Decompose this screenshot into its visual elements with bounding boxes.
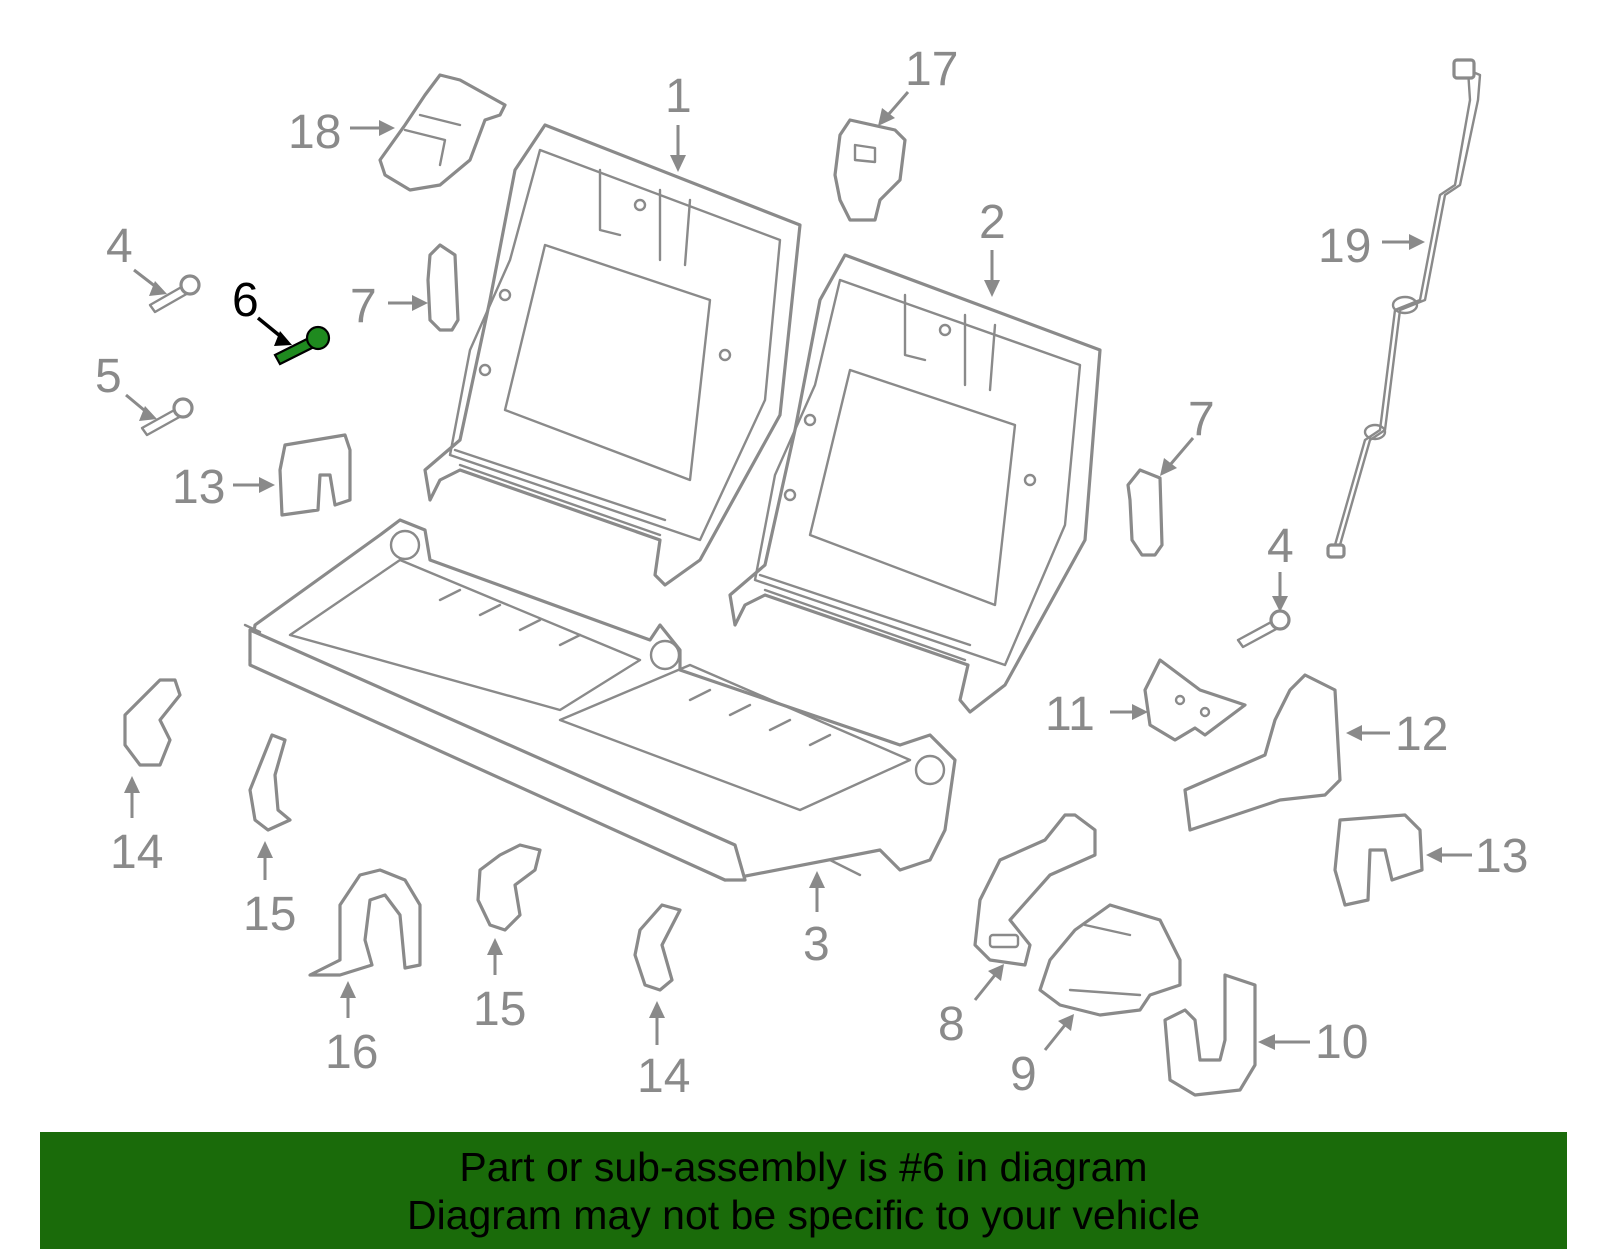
part-14-clip-bottom <box>633 903 682 992</box>
part-4-bolt-left <box>148 274 201 314</box>
callout-18: 18 <box>288 106 341 159</box>
callout-15-middle: 15 <box>473 983 526 1036</box>
callout-10: 10 <box>1315 1016 1368 1069</box>
seat-frame-parts-diagram: 1 2 3 4 4 5 6 7 7 8 9 10 11 12 13 13 14 … <box>95 43 1528 1103</box>
callout-15-left: 15 <box>243 888 296 941</box>
callout-19: 19 <box>1318 220 1371 273</box>
part-6-bolt-highlighted <box>273 325 331 366</box>
callout-9: 9 <box>1010 1048 1037 1101</box>
part-3-seat-cushion-frame <box>243 518 957 882</box>
part-1-seatback-frame-left <box>423 123 802 587</box>
banner-line-disclaimer: Diagram may not be specific to your vehi… <box>406 1191 1200 1238</box>
callout-8: 8 <box>938 998 965 1051</box>
part-15-clip-left <box>248 733 292 832</box>
callout-17: 17 <box>905 43 958 96</box>
callout-16: 16 <box>325 1026 378 1079</box>
part-15-clip-middle <box>476 843 542 932</box>
part-7-cover-right <box>1126 468 1164 557</box>
callout-7-right: 7 <box>1188 393 1215 446</box>
callout-4-right: 4 <box>1267 520 1294 573</box>
callout-11: 11 <box>1045 688 1095 741</box>
part-16-u-clip <box>308 868 422 977</box>
part-5-bolt <box>140 397 194 437</box>
banner-line-part-number: Part or sub-assembly is #6 in diagram <box>459 1143 1148 1190</box>
callout-14-bottom: 14 <box>637 1050 690 1103</box>
callout-13-right: 13 <box>1475 830 1528 883</box>
callout-6-highlighted: 6 <box>232 274 259 327</box>
part-info-banner: Part or sub-assembly is #6 in diagram Di… <box>40 1132 1567 1249</box>
part-10-trim <box>1163 973 1257 1097</box>
callout-1: 1 <box>665 70 692 123</box>
part-4-bolt-right <box>1236 609 1291 649</box>
part-12-side-cover <box>1183 673 1342 832</box>
callout-3: 3 <box>803 918 830 971</box>
callout-13-left: 13 <box>172 461 225 514</box>
callout-2: 2 <box>979 196 1006 249</box>
part-8-bracket <box>973 813 1097 967</box>
part-7-cover-left <box>426 243 460 332</box>
callout-4-left: 4 <box>106 220 133 273</box>
part-2-seatback-frame-right <box>728 253 1102 714</box>
part-11-hinge <box>1143 658 1247 742</box>
callout-14-left: 14 <box>110 826 163 879</box>
part-19-cable <box>1326 58 1482 559</box>
callout-labels: 1 2 3 4 4 5 6 7 7 8 9 10 11 12 13 13 14 … <box>95 43 1528 1103</box>
callout-5: 5 <box>95 350 122 403</box>
part-17-bracket <box>833 118 907 222</box>
part-18-bracket <box>378 73 507 192</box>
part-9-bracket <box>1038 903 1182 1017</box>
callout-7-left: 7 <box>350 280 377 333</box>
part-13-cover-right <box>1333 813 1424 907</box>
part-13-cover-left <box>278 433 352 517</box>
callout-12: 12 <box>1395 708 1448 761</box>
leader-lines <box>124 91 1472 1051</box>
part-14-clip-left <box>123 678 182 767</box>
